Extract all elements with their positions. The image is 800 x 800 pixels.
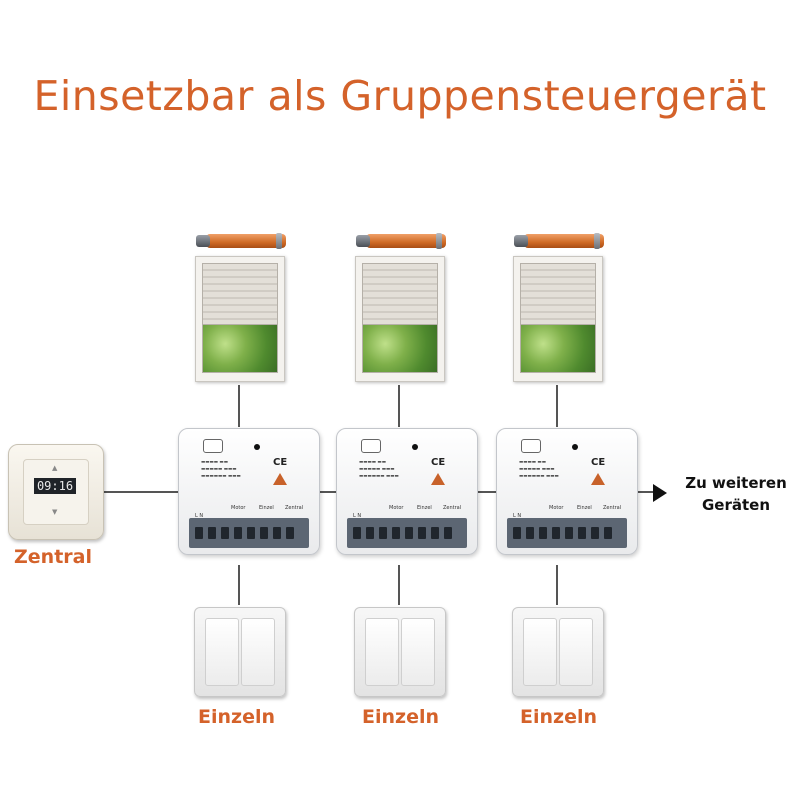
window-shutter-1 bbox=[195, 256, 285, 382]
ce-mark-icon: CE bbox=[431, 457, 446, 468]
up-arrow-icon: ▲ bbox=[52, 464, 58, 472]
wall-switch-3 bbox=[512, 607, 604, 697]
terminal-label-zentral: Zentral bbox=[603, 505, 622, 511]
ce-mark-icon: CE bbox=[591, 457, 606, 468]
wire-window2-to-module2 bbox=[398, 385, 400, 427]
further-devices-line2: Geräten bbox=[701, 496, 771, 514]
actuator-module-2: CE ▬▬▬▬ ▬▬▬▬▬▬▬ ▬▬▬▬▬▬▬▬▬ ▬▬▬ L N Motor … bbox=[336, 428, 478, 555]
wire-module2-to-switch2 bbox=[398, 565, 400, 605]
wire-module3-to-switch3 bbox=[556, 565, 558, 605]
terminal-label-motor: Motor bbox=[389, 505, 404, 511]
central-timer-device: ▲ 09:16 ▼ bbox=[8, 444, 104, 540]
further-devices-line1: Zu weiteren bbox=[685, 474, 787, 492]
terminal-label-ln: L N bbox=[353, 513, 362, 519]
roller-motor-icon bbox=[514, 233, 604, 249]
wire-module3-to-further bbox=[636, 491, 656, 493]
wire-timer-to-module1 bbox=[103, 491, 178, 493]
terminal-label-einzel: Einzel bbox=[417, 505, 432, 511]
further-devices-label: Zu weiteren Geräten bbox=[680, 472, 792, 516]
brand-logo-icon bbox=[273, 473, 287, 485]
actuator-module-3: CE ▬▬▬▬ ▬▬▬▬▬▬▬ ▬▬▬▬▬▬▬▬▬ ▬▬▬ L N Motor … bbox=[496, 428, 638, 555]
wire-window1-to-module1 bbox=[238, 385, 240, 427]
roller-motor-icon bbox=[196, 233, 286, 249]
wire-module1-to-switch1 bbox=[238, 565, 240, 605]
terminal-label-zentral: Zentral bbox=[443, 505, 462, 511]
wall-switch-2 bbox=[354, 607, 446, 697]
window-shutter-3 bbox=[513, 256, 603, 382]
terminal-label-einzel: Einzel bbox=[259, 505, 274, 511]
terminal-label-zentral: Zentral bbox=[285, 505, 304, 511]
wire-module1-to-module2 bbox=[318, 491, 336, 493]
terminal-label-einzel: Einzel bbox=[577, 505, 592, 511]
switch-label-2: Einzeln bbox=[362, 706, 440, 728]
page-title: Einsetzbar als Gruppensteuergerät bbox=[33, 72, 767, 120]
arrow-right-icon bbox=[653, 484, 667, 502]
brand-logo-icon bbox=[591, 473, 605, 485]
central-label: Zentral bbox=[14, 546, 92, 568]
wire-window3-to-module3 bbox=[556, 385, 558, 427]
actuator-module-1: CE ▬▬▬▬ ▬▬▬▬▬▬▬ ▬▬▬▬▬▬▬▬▬ ▬▬▬ L N Motor … bbox=[178, 428, 320, 555]
switch-label-3: Einzeln bbox=[520, 706, 598, 728]
terminal-label-motor: Motor bbox=[549, 505, 564, 511]
timer-display: 09:16 bbox=[34, 478, 76, 494]
brand-logo-icon bbox=[431, 473, 445, 485]
terminal-label-ln: L N bbox=[195, 513, 204, 519]
window-shutter-2 bbox=[355, 256, 445, 382]
ce-mark-icon: CE bbox=[273, 457, 288, 468]
wall-switch-1 bbox=[194, 607, 286, 697]
terminal-label-ln: L N bbox=[513, 513, 522, 519]
wire-module2-to-module3 bbox=[476, 491, 496, 493]
switch-label-1: Einzeln bbox=[198, 706, 276, 728]
roller-motor-icon bbox=[356, 233, 446, 249]
down-arrow-icon: ▼ bbox=[52, 508, 58, 516]
terminal-label-motor: Motor bbox=[231, 505, 246, 511]
